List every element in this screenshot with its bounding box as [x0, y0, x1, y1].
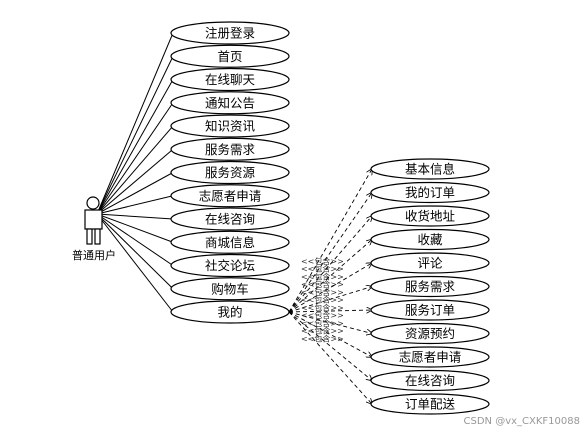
actor-body [84, 209, 103, 230]
include-lines: <<包含>><<包含>><<包含>><<包含>><<包含>><<包含>><<包含… [288, 169, 372, 404]
association-line [96, 195, 174, 215]
use-case-ellipse [170, 91, 290, 115]
actor-figure: 普通用户 [72, 196, 116, 262]
association-line [96, 213, 174, 313]
use-case-label: 通知公告 [205, 95, 255, 110]
use-case-label: 在线咨询 [205, 212, 255, 227]
include-line [288, 240, 372, 313]
association-line [96, 125, 174, 215]
association-line [96, 56, 174, 215]
use-case-label: 服务需求 [205, 142, 256, 157]
include-stereotype-label: <<包含>> [301, 302, 344, 312]
use-case-ellipse [170, 44, 290, 68]
use-case-ellipse [170, 253, 290, 278]
association-lines [96, 32, 174, 313]
included-use-case-label: 在线咨询 [405, 373, 455, 388]
use-case-ellipse [170, 137, 290, 161]
association-line [96, 172, 174, 215]
association-line [96, 213, 174, 290]
included-use-case-ellipse [370, 228, 490, 251]
actor-head [86, 196, 100, 210]
included-use-case-label: 服务需求 [405, 279, 456, 294]
include-line [288, 311, 372, 334]
use-case-ellipse [170, 207, 290, 231]
use-case-ellipse [170, 21, 290, 45]
included-use-case-ellipse [370, 299, 490, 321]
include-stereotype-label: <<包含>> [301, 271, 344, 281]
association-line [96, 102, 174, 215]
use-case-label: 社交论坛 [205, 258, 255, 273]
association-line [96, 213, 174, 243]
included-use-case-label: 基本信息 [405, 162, 455, 177]
included-use-case-label: 我的订单 [405, 185, 455, 200]
included-use-case-label: 订单配送 [405, 397, 456, 412]
use-case-ellipse [170, 230, 290, 254]
use-case-label: 注册登录 [205, 26, 255, 41]
included-use-case-ellipse [370, 252, 490, 274]
include-stereotype-label: <<包含>> [301, 326, 344, 336]
included-use-case-label: 收藏 [417, 232, 443, 247]
include-stereotype-label: <<包含>> [301, 318, 344, 328]
actor-label: 普通用户 [72, 248, 116, 262]
use-case-ellipse [170, 184, 290, 208]
included-use-case-ellipse [370, 346, 490, 368]
included-use-case-ellipse [370, 181, 490, 204]
association-line [96, 213, 174, 266]
include-line [288, 311, 372, 357]
actor-left-leg [86, 228, 93, 245]
include-stereotype-label: <<包含>> [301, 256, 344, 266]
include-stereotype-label: <<包含>> [301, 333, 344, 343]
use-case-ellipse [170, 114, 290, 138]
include-line [288, 193, 372, 313]
use-case-label: 志愿者申请 [199, 188, 262, 203]
include-line [288, 263, 372, 313]
included-use-case-label: 资源预约 [405, 326, 455, 341]
association-line [96, 79, 174, 215]
include-stereotype-label: <<包含>> [301, 295, 344, 305]
use-case-label: 商城信息 [205, 235, 255, 250]
primary-use-cases: 注册登录首页在线聊天通知公告知识资讯服务需求服务资源志愿者申请在线咨询商城信息社… [170, 21, 290, 324]
actor-right-leg [94, 228, 101, 245]
include-stereotype-label: <<包含>> [301, 287, 344, 297]
include-line [288, 287, 372, 313]
use-case-ellipse [170, 160, 290, 185]
included-use-case-ellipse [370, 205, 490, 227]
include-line [288, 216, 372, 313]
included-use-case-label: 志愿者申请 [399, 350, 462, 365]
included-use-case-ellipse [370, 393, 490, 415]
include-stereotype-label: <<包含>> [301, 264, 344, 274]
included-use-case-ellipse [370, 322, 490, 345]
use-case-ellipse [170, 300, 290, 324]
watermark: CSDN @vx_CXKF10088 [464, 416, 580, 427]
use-case-label: 购物车 [211, 281, 249, 296]
use-case-label: 知识资讯 [205, 119, 256, 134]
included-use-case-ellipse [370, 369, 490, 392]
included-use-case-ellipse [370, 158, 490, 180]
included-use-case-ellipse [370, 275, 490, 298]
use-case-label: 服务资源 [205, 165, 256, 180]
include-stereotype-label: <<包含>> [301, 310, 344, 320]
included-use-case-label: 收货地址 [405, 209, 456, 224]
use-case-ellipse [170, 67, 290, 92]
association-line [96, 32, 174, 215]
included-use-case-label: 服务订单 [405, 303, 455, 318]
association-line [96, 213, 174, 220]
use-case-label: 首页 [217, 49, 242, 64]
use-case-label: 我的 [217, 305, 242, 320]
included-use-cases: 基本信息我的订单收货地址收藏评论服务需求服务订单资源预约志愿者申请在线咨询订单配… [370, 158, 490, 415]
use-case-ellipse [170, 277, 290, 301]
use-case-label: 在线聊天 [205, 72, 256, 87]
include-line [288, 311, 372, 381]
association-line [96, 148, 174, 215]
included-use-case-label: 评论 [417, 256, 443, 271]
include-stereotype-label: <<包含>> [301, 279, 344, 289]
